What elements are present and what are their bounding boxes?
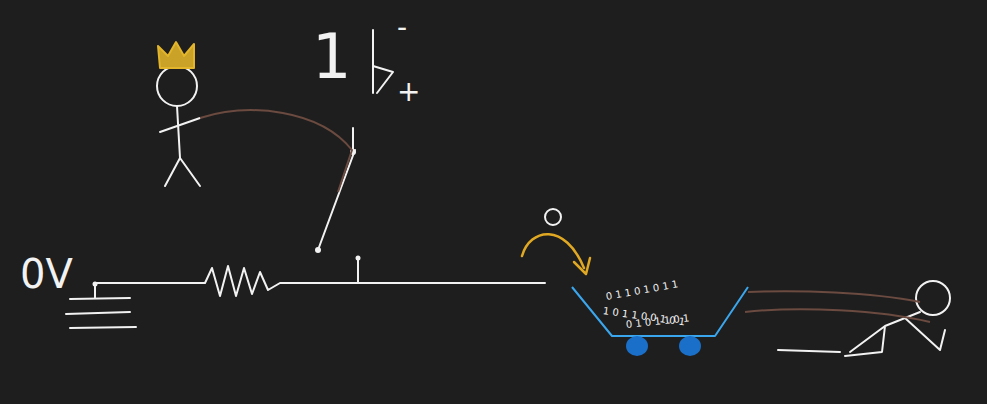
rope bbox=[200, 110, 352, 192]
puller-head bbox=[916, 281, 950, 315]
cart-wheel bbox=[626, 336, 648, 356]
bit-row: 0 1 1 0 1 0 1 1 bbox=[605, 279, 679, 302]
bit-circle bbox=[545, 209, 561, 225]
crown bbox=[158, 42, 194, 68]
ground-line bbox=[70, 298, 130, 299]
voltage-label: 0V bbox=[20, 254, 73, 294]
switch-dot bbox=[356, 256, 361, 261]
rope bbox=[748, 291, 920, 302]
battery-symbol bbox=[373, 66, 393, 93]
rope bbox=[745, 309, 930, 322]
switch-lever bbox=[318, 150, 355, 250]
cart bbox=[572, 287, 748, 336]
switch-pivot bbox=[315, 247, 321, 253]
switch-post bbox=[357, 259, 359, 283]
king-head bbox=[157, 66, 197, 106]
cart-wheel bbox=[679, 336, 701, 356]
ground-line bbox=[70, 327, 136, 328]
switch-contact bbox=[352, 128, 354, 152]
battery-number: 1 bbox=[312, 26, 351, 88]
wire-resistor bbox=[95, 266, 545, 296]
polarity-sign: - bbox=[397, 14, 407, 42]
ground-dot bbox=[93, 282, 98, 287]
battery-symbol bbox=[372, 30, 374, 93]
puller-body bbox=[778, 312, 945, 356]
king-body bbox=[160, 106, 200, 186]
drop-arrowhead bbox=[574, 258, 590, 274]
ground-line bbox=[66, 312, 130, 314]
polarity-sign: + bbox=[397, 78, 420, 106]
